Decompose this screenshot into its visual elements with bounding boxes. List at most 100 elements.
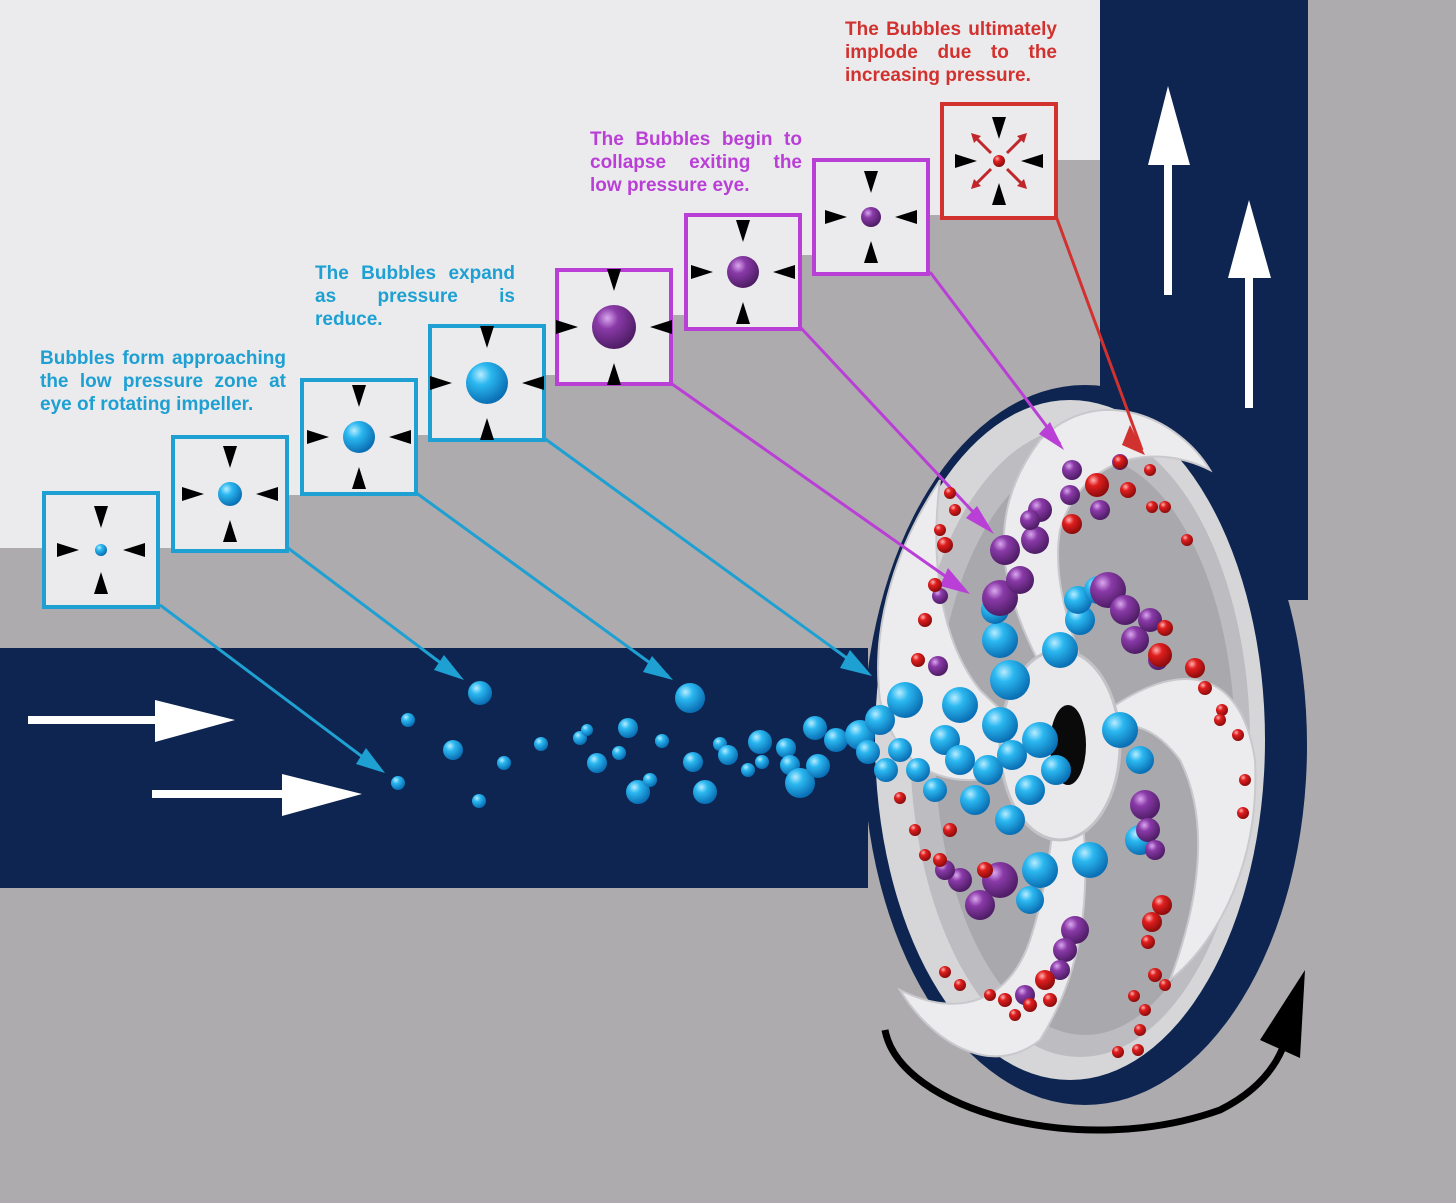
bubble-red [1144,464,1156,476]
bubble-red [954,979,966,991]
bubble-red [1134,1024,1146,1036]
bubble-purple [1020,510,1040,530]
bubble-blue [587,753,607,773]
bubble-blue [874,758,898,782]
bubble-blue [982,622,1018,658]
bubble-blue [960,785,990,815]
bubble-blue [443,740,463,760]
bubble-blue [997,740,1027,770]
bubble-red [1141,935,1155,949]
bubble-red [1128,990,1140,1002]
bubble-purple [965,890,995,920]
bubble-blue [468,681,492,705]
pressure-arrows-icon [300,378,418,496]
bubble-blue [683,752,703,772]
bubble-red [928,578,942,592]
bubble-blue [806,754,830,778]
bubble-purple [1090,500,1110,520]
bubble-purple [1136,818,1160,842]
bubble-red [1216,704,1228,716]
bubble-purple [1062,460,1082,480]
bubble-blue [472,794,486,808]
bubble-red [911,653,925,667]
pressure-arrows-icon [812,158,930,276]
inlet-pipe [0,648,868,888]
bubble-red [1062,514,1082,534]
flow-arrow-icon [28,700,362,816]
bubble-blue [865,705,895,735]
bubble-purple [1110,595,1140,625]
bubble-red [998,993,1012,1007]
bubble-purple [990,535,1020,565]
bubble-blue [748,730,772,754]
bubble-blue [945,745,975,775]
bubble-blue [995,805,1025,835]
bubble-blue [906,758,930,782]
bubble-blue [982,707,1018,743]
bubble-red [1159,979,1171,991]
bubble-blue [655,734,669,748]
bubble-red [1142,912,1162,932]
bubble-red [949,504,961,516]
bubble-red [1148,968,1162,982]
bubble-red [944,487,956,499]
bubble-red [1146,501,1158,513]
bubble-blue [785,768,815,798]
bubble-purple [1006,566,1034,594]
bubble-blue [718,745,738,765]
bubble-purple [1138,608,1162,632]
bubble-blue [497,756,511,770]
bubble-blue [1072,842,1108,878]
bubble-red [1085,473,1109,497]
caption-bubbles-expand: The Bubbles expand as pressure is reduce… [315,263,515,330]
bubble-blue [741,763,755,777]
caption-bubbles-implode: The Bubbles ultimately implode due to th… [845,19,1057,86]
bubble-blue [803,716,827,740]
bubble-red [1181,534,1193,546]
bubble-blue [923,778,947,802]
bubble-blue [990,660,1030,700]
pressure-arrows-icon [555,268,673,386]
pressure-arrows-icon [42,491,160,609]
bubble-blue [888,738,912,762]
bubble-red [1132,1044,1144,1056]
bubble-blue [856,740,880,764]
bubble-blue [887,682,923,718]
bubble-blue [1015,775,1045,805]
pressure-arrows-icon [171,435,289,553]
bubble-red [1023,998,1037,1012]
bubble-blue [776,738,796,758]
leader-line-blue [159,603,381,772]
bubble-purple [1050,960,1070,980]
bubble-blue [534,737,548,751]
pressure-arrows-icon [684,213,802,331]
bubble-red [1198,681,1212,695]
bubble-purple [1061,916,1089,944]
bubble-red [1214,714,1226,726]
bubble-blue [1022,852,1058,888]
bubble-red [934,524,946,536]
bubble-red [919,849,931,861]
bubble-blue [1041,755,1071,785]
bubble-red [1035,970,1055,990]
bubble-red [1139,1004,1151,1016]
flow-arrow-icon [1148,86,1271,408]
bubble-blue [824,728,848,752]
bubble-red [1232,729,1244,741]
bubble-red [1237,807,1249,819]
bubble-red [1043,993,1057,1007]
upper-background [0,0,1100,548]
bubble-red [977,862,993,878]
bubble-purple [1121,626,1149,654]
bubble-red [909,824,921,836]
bubble-red [1148,643,1172,667]
bubble-red [933,853,947,867]
caption-bubbles-form: Bubbles form approaching the low pressur… [40,348,286,415]
bubble-red [1185,658,1205,678]
bubble-blue [1022,722,1058,758]
bubble-red [1112,1046,1124,1058]
bubble-purple [1021,526,1049,554]
bubble-red [939,966,951,978]
bubble-blue [1016,886,1044,914]
